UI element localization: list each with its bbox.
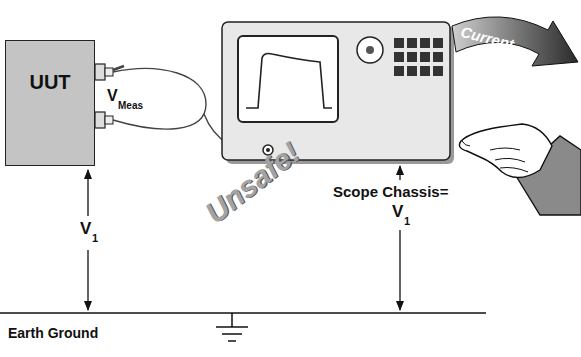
scope-key xyxy=(433,38,443,48)
scope-key xyxy=(394,38,404,48)
chassis-note: Scope Chassis= xyxy=(333,184,448,199)
scope-key xyxy=(420,38,430,48)
current-arrow xyxy=(452,17,578,66)
scope-key xyxy=(394,52,404,62)
scope-key xyxy=(394,66,404,76)
ground-label: Earth Ground xyxy=(8,326,98,340)
scope-key xyxy=(433,52,443,62)
earth-ground xyxy=(0,313,486,341)
scope-key xyxy=(407,66,417,76)
voltage-symbol: V xyxy=(80,220,91,237)
scope-key xyxy=(420,66,430,76)
scope-key xyxy=(433,66,443,76)
voltage-subscript: 1 xyxy=(404,216,410,227)
unit-label: UUT xyxy=(29,71,70,94)
unit-box: UUT xyxy=(5,40,95,166)
oscilloscope xyxy=(222,22,454,164)
scope-key xyxy=(407,38,417,48)
voltage-subscript: 1 xyxy=(92,233,98,244)
scope-key xyxy=(420,52,430,62)
voltage-symbol: V xyxy=(107,88,118,104)
voltage-subscript: Meas xyxy=(118,101,143,111)
voltage-symbol: V xyxy=(392,203,403,220)
scope-key xyxy=(407,52,417,62)
hand xyxy=(459,124,581,215)
